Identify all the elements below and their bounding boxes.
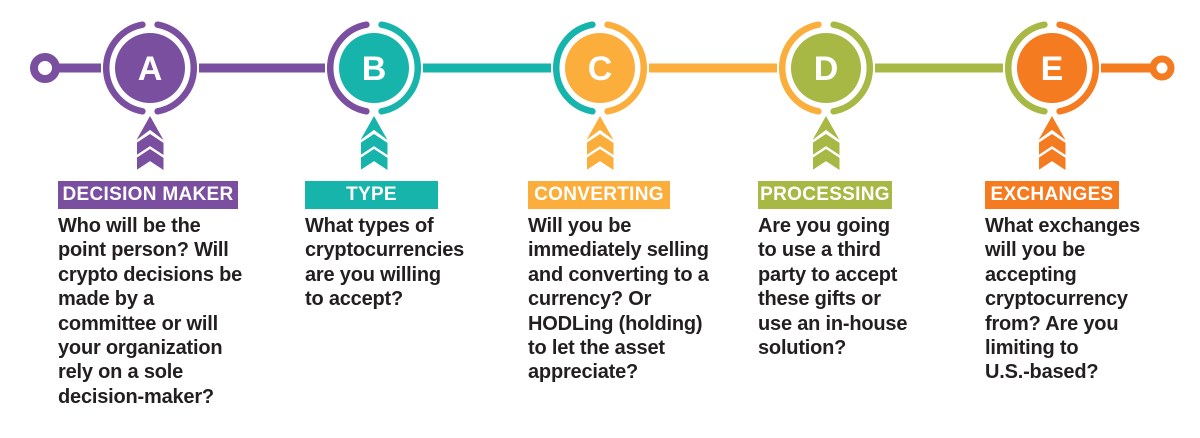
node-arc-right — [154, 21, 197, 115]
node-circle — [339, 33, 409, 103]
node-circle — [1017, 33, 1087, 103]
timeline-start-cap — [30, 53, 60, 83]
chevron-up-icon — [360, 116, 388, 170]
chevron-band — [586, 134, 614, 155]
node-circle — [565, 33, 635, 103]
chevron-up-icon — [586, 116, 614, 170]
chevron-band — [136, 134, 164, 155]
step-description: What types of cryptocurrencies are you w… — [305, 215, 465, 311]
step-badge: DECISION MAKER — [58, 181, 238, 209]
step-badge-label: TYPE — [346, 184, 397, 205]
step-column-c: CONVERTING Will you be immediately selli… — [528, 116, 743, 436]
node-arc-right — [1056, 21, 1099, 115]
step-badge-label: PROCESSING — [760, 184, 890, 205]
step-badge: CONVERTING — [528, 181, 670, 209]
step-description: Will you be immediately selling and conv… — [528, 215, 709, 384]
step-column-a: DECISION MAKER Who will be the point per… — [58, 116, 273, 436]
step-description: Who will be the point person? Will crypt… — [58, 215, 243, 408]
chevron-band — [136, 149, 164, 170]
step-badge: TYPE — [305, 181, 438, 209]
step-column-d: PROCESSING Are you going to use a third … — [758, 116, 973, 436]
chevron-band — [360, 149, 388, 170]
node-arc-right — [830, 21, 873, 115]
step-badge-label: CONVERTING — [534, 184, 664, 205]
node-arc-left — [1005, 21, 1048, 115]
node-arc-left — [103, 21, 146, 115]
chevron-band — [1038, 134, 1066, 155]
step-badge-label: DECISION MAKER — [62, 184, 234, 205]
step-description: What exchanges will you be accepting cry… — [985, 215, 1141, 384]
step-badge: PROCESSING — [758, 181, 892, 209]
timeline-end-cap — [1149, 55, 1175, 81]
node-arc-right — [378, 21, 421, 115]
chevron-up-icon — [1038, 116, 1066, 170]
timeline-graphic: A B C D E — [30, 21, 1175, 115]
node-letter: E — [1041, 50, 1064, 88]
node-arc-left — [327, 21, 370, 115]
node-letter: A — [138, 50, 163, 88]
chevron-up-icon — [136, 116, 164, 170]
node-circle — [791, 33, 861, 103]
step-column-e: EXCHANGES What exchanges will you be acc… — [985, 116, 1200, 436]
chevron-up-icon — [812, 116, 840, 170]
step-badge-label: EXCHANGES — [990, 184, 1114, 205]
node-letter: D — [814, 50, 839, 88]
step-column-b: TYPE What types of cryptocurrencies are … — [305, 116, 520, 436]
node-letter: C — [588, 50, 613, 88]
node-circle — [115, 33, 185, 103]
chevron-band — [812, 149, 840, 170]
node-letter: B — [362, 50, 387, 88]
node-arc-left — [779, 21, 822, 115]
chevron-band — [812, 134, 840, 155]
node-arc-left — [553, 21, 596, 115]
step-badge: EXCHANGES — [985, 181, 1119, 209]
step-description: Are you going to use a third party to ac… — [758, 215, 908, 360]
chevron-band — [1038, 149, 1066, 170]
chevron-band — [360, 134, 388, 155]
node-arc-right — [604, 21, 647, 115]
chevron-band — [586, 149, 614, 170]
